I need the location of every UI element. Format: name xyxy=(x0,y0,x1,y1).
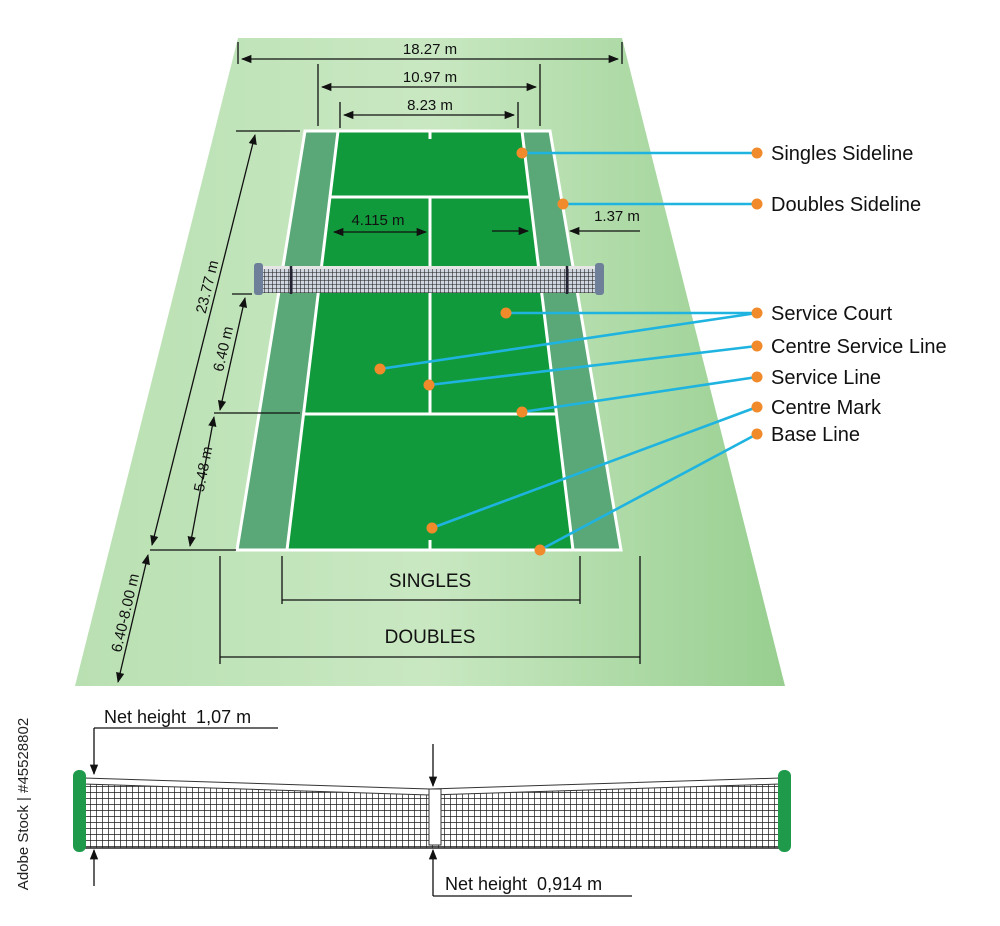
singles-sideline-right xyxy=(520,130,575,551)
callout-dots xyxy=(374,147,763,556)
adobe-stock-watermark: Adobe Stock | #45528802 xyxy=(15,718,32,890)
dim-overall-width: 18.27 m xyxy=(403,41,457,58)
callout-centre-service-line: Centre Service Line xyxy=(771,336,947,358)
callout-base-line: Base Line xyxy=(771,424,860,446)
callout-service-line: Service Line xyxy=(771,367,881,389)
net-side-view xyxy=(73,770,791,852)
label-singles: SINGLES xyxy=(389,571,471,592)
net-post-right xyxy=(595,263,604,295)
doubles-sideline xyxy=(235,129,623,552)
court-lines xyxy=(235,129,623,552)
net-height-post: Net height 1,07 m xyxy=(104,707,251,727)
dim-alley-width: 1.37 m xyxy=(594,208,640,225)
dim-singles-width: 8.23 m xyxy=(407,97,453,114)
width-dimensions xyxy=(237,42,640,237)
dim-half-singles: 4.115 m xyxy=(351,212,404,229)
callout-singles-sideline: Singles Sideline xyxy=(771,143,913,165)
callout-lines xyxy=(379,151,758,552)
width-brackets xyxy=(219,556,641,664)
net-centre-strap xyxy=(428,788,442,846)
callout-doubles-sideline: Doubles Sideline xyxy=(771,194,921,216)
length-dimensions xyxy=(116,130,300,684)
net-post-left xyxy=(254,263,263,295)
singles-sideline-left xyxy=(285,130,340,551)
net-height-annotations xyxy=(89,727,632,897)
dim-doubles-width: 10.97 m xyxy=(403,69,457,86)
net-post-right-side xyxy=(778,770,791,852)
label-doubles: DOUBLES xyxy=(385,627,476,648)
callout-centre-mark: Centre Mark xyxy=(771,397,882,419)
net-height-centre: Net height 0,914 m xyxy=(445,874,602,894)
net-post-left-side xyxy=(73,770,86,852)
callout-service-court: Service Court xyxy=(771,303,893,325)
court-net xyxy=(254,263,604,295)
